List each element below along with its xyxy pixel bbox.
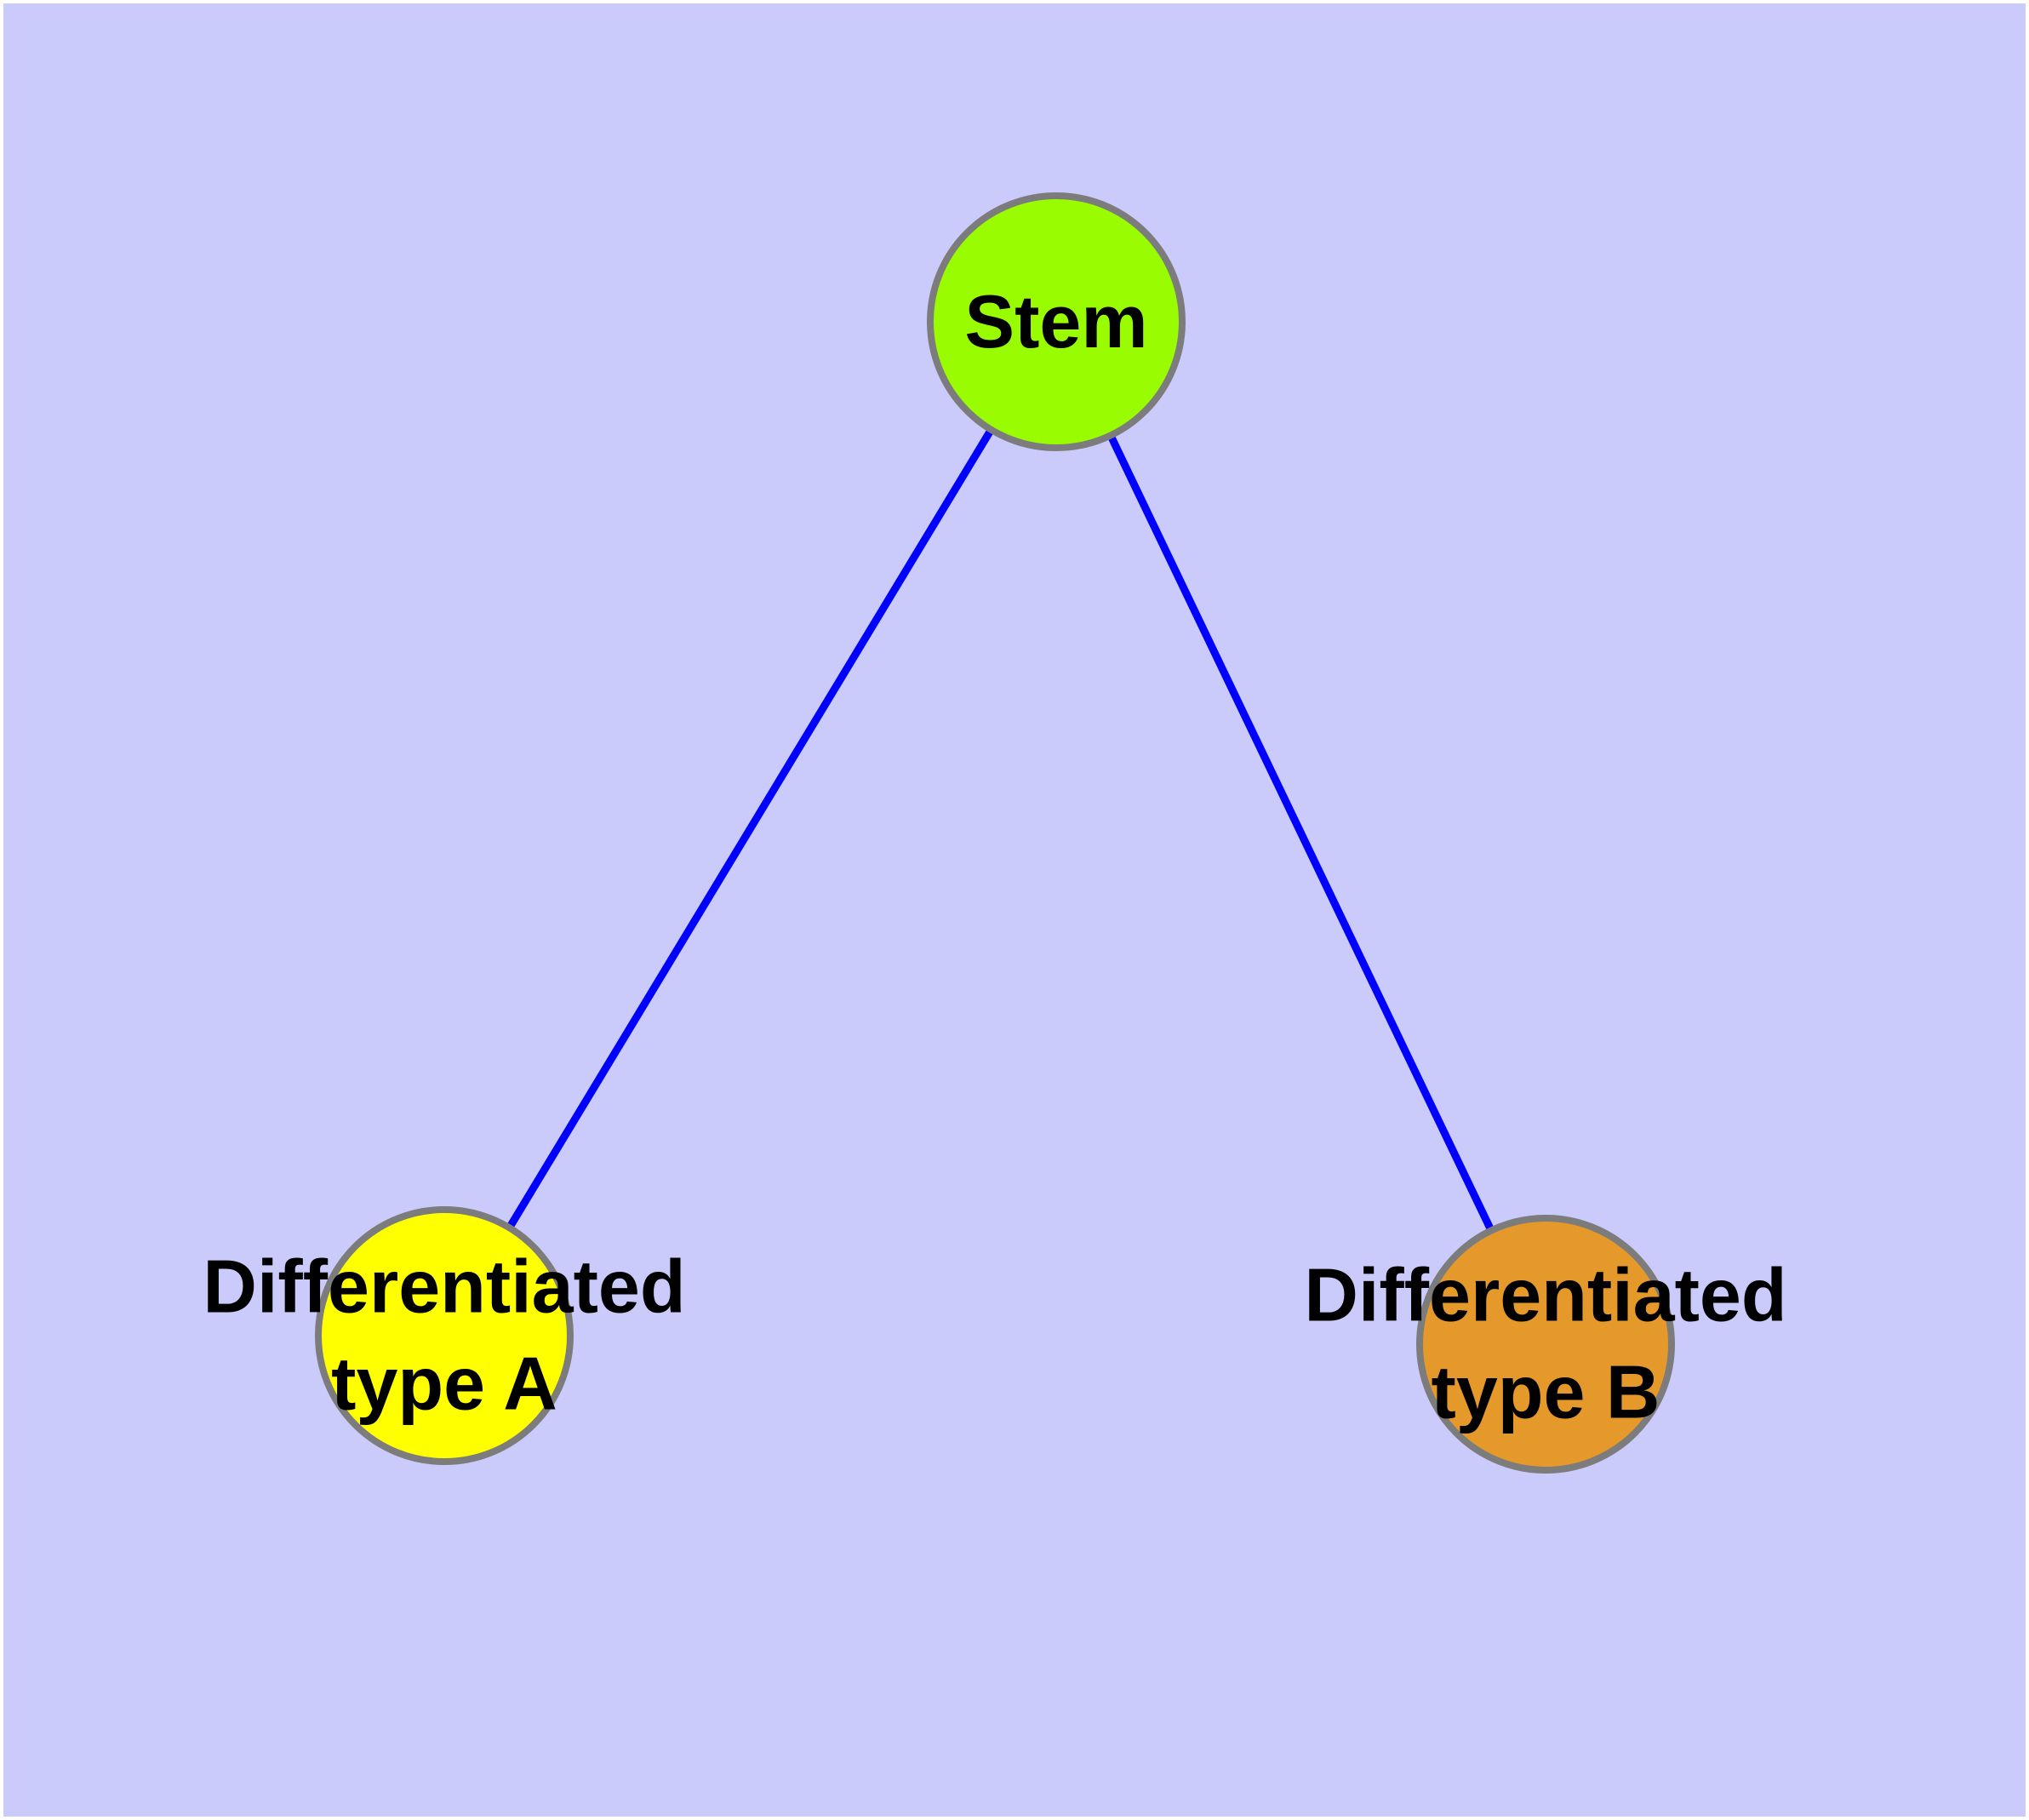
node-label-line: Differentiated	[1304, 1252, 1787, 1337]
node-label-differentiated-type-a: Differentiated type A	[203, 1239, 685, 1434]
graph-svg	[315, 192, 1675, 1474]
node-label-line: Stem	[964, 278, 1148, 363]
plot-background: Stem Differentiated type A Differentiate…	[3, 3, 2026, 1817]
node-circle-stem	[927, 192, 1186, 451]
node-label-differentiated-type-b: Differentiated type B	[1304, 1247, 1786, 1442]
edge-stem-to-differentiated-type-a	[441, 319, 1060, 1338]
node-circle-differentiated-type-b	[1416, 1215, 1675, 1474]
node-circle-differentiated-type-a	[315, 1206, 574, 1465]
node-label-line: type A	[331, 1342, 557, 1426]
node-label-line: type B	[1431, 1350, 1660, 1434]
node-label-stem: Stem	[964, 273, 1147, 370]
node-label-line: Differentiated	[203, 1244, 686, 1329]
edge-stem-to-differentiated-type-b	[1052, 320, 1550, 1346]
